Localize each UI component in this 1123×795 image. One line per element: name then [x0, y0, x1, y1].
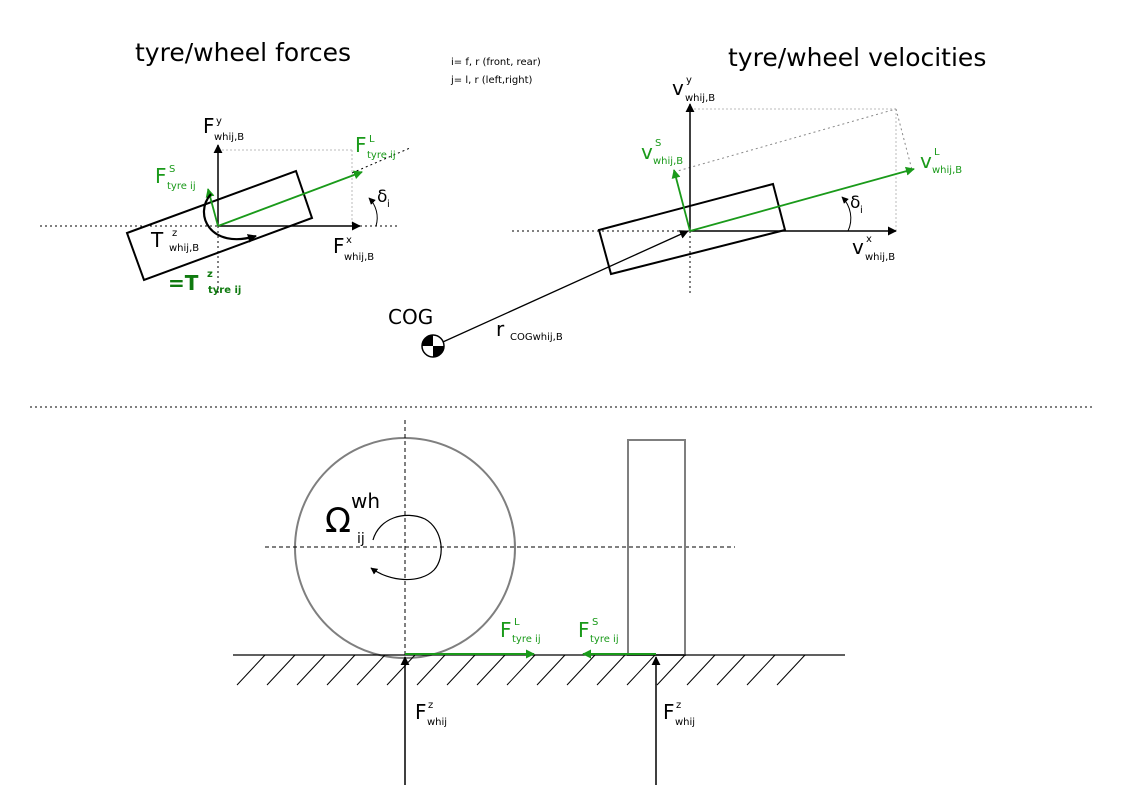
tyre-outline-velocities [597, 182, 787, 276]
legend-line-j: j= l, r (left,right) [450, 75, 533, 86]
forces-steering-extension [351, 147, 411, 174]
forces-delta-arc [368, 197, 378, 227]
velocity-guide-parallelogram-b [895, 108, 913, 171]
velocity-guide-parallelogram-a [673, 108, 897, 173]
label-delta-forces: δi [377, 187, 390, 210]
legend-line-i: i= f, r (front, rear) [451, 57, 541, 68]
cog-position-vector [433, 230, 689, 347]
torque-curved-arrow [202, 193, 257, 243]
force-longitudinal-arrow [217, 170, 363, 227]
velocities-title: tyre/wheel velocities [728, 43, 986, 72]
velocities-delta-arc [841, 196, 852, 232]
ground-hatching [236, 654, 806, 686]
cog-symbol-icon [421, 334, 445, 358]
label-delta-velocities: δi [850, 193, 863, 216]
forces-title: tyre/wheel forces [135, 38, 351, 67]
velocity-longitudinal-arrow [689, 166, 915, 232]
cog-label: COG [388, 305, 433, 329]
wheel-rotation-arrow [370, 514, 442, 581]
index-legend: i= f, r (front, rear) j= l, r (left,righ… [450, 57, 541, 86]
velocity-lateral-arrow [671, 169, 691, 232]
tyre-outline-forces [125, 169, 314, 282]
